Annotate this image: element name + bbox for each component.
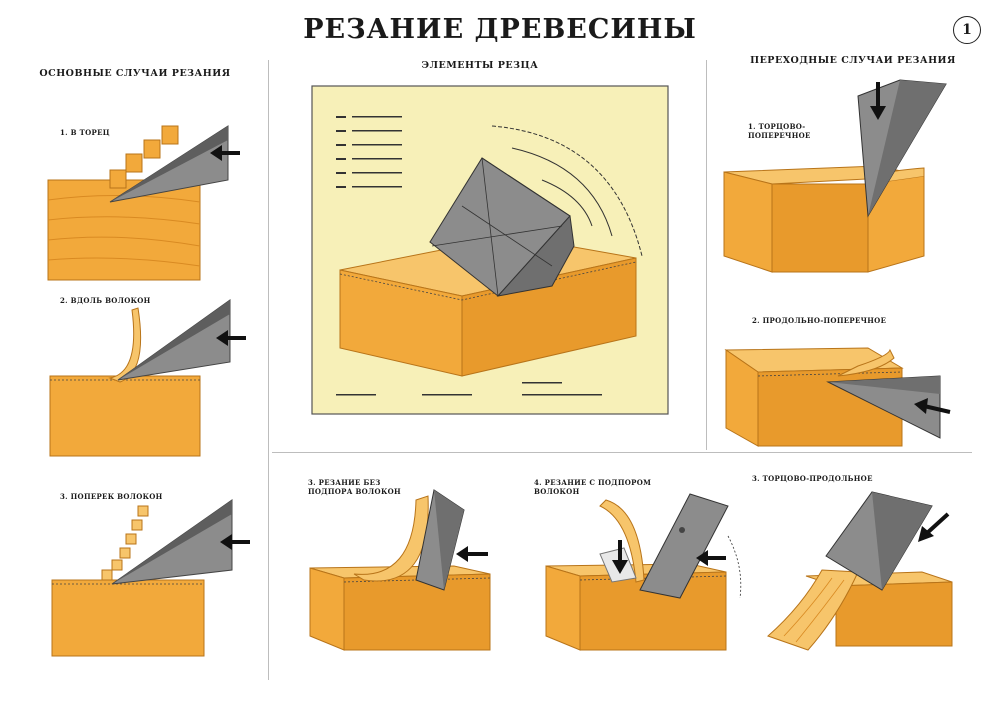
- page-title: РЕЗАНИЕ ДРЕВЕСИНЫ: [303, 14, 697, 45]
- caption-with-fiber-support: 4. РЕЗАНИЕ С ПОДПОРОМ ВОЛОКОН: [534, 478, 652, 496]
- diagram-end-longitudinal: [767, 491, 953, 651]
- section-title-basic: ОСНОВНЫЕ СЛУЧАИ РЕЗАНИЯ: [39, 68, 231, 79]
- diagram-end-cut: [47, 125, 240, 281]
- section-title-elements: ЭЛЕМЕНТЫ РЕЗЦА: [421, 60, 539, 71]
- caption-end-longitudinal: 3. ТОРЦОВО-ПРОДОЛЬНОЕ: [752, 474, 873, 483]
- caption-end-cut: 1. В ТОРЕЦ: [60, 128, 110, 137]
- divider-horizontal: [272, 452, 972, 453]
- divider-right: [706, 60, 707, 450]
- caption-long-transverse: 2. ПРОДОЛЬНО-ПОПЕРЕЧНОЕ: [752, 316, 887, 325]
- divider-left: [268, 60, 269, 680]
- caption-no-fiber-support: 3. РЕЗАНИЕ БЕЗ ПОДПОРА ВОЛОКОН: [308, 478, 401, 496]
- section-title-transitional: ПЕРЕХОДНЫЕ СЛУЧАИ РЕЗАНИЯ: [750, 55, 956, 66]
- diagram-along-grain: [49, 299, 246, 457]
- caption-across-grain: 3. ПОПЕРЕК ВОЛОКОН: [60, 492, 163, 501]
- sheet-number-badge: 1: [953, 16, 981, 44]
- caption-along-grain: 2. ВДОЛЬ ВОЛОКОН: [60, 296, 151, 305]
- diagram-cutter-elements: [311, 85, 669, 415]
- diagram-no-fiber-support: [309, 489, 491, 651]
- diagram-long-transverse: [724, 347, 951, 447]
- caption-end-transverse: 1. ТОРЦОВО-ПОПЕРЕЧНОЕ: [748, 122, 811, 140]
- diagram-across-grain: [51, 499, 250, 657]
- diagram-end-transverse: [723, 79, 947, 273]
- diagram-with-fiber-support: [545, 493, 742, 651]
